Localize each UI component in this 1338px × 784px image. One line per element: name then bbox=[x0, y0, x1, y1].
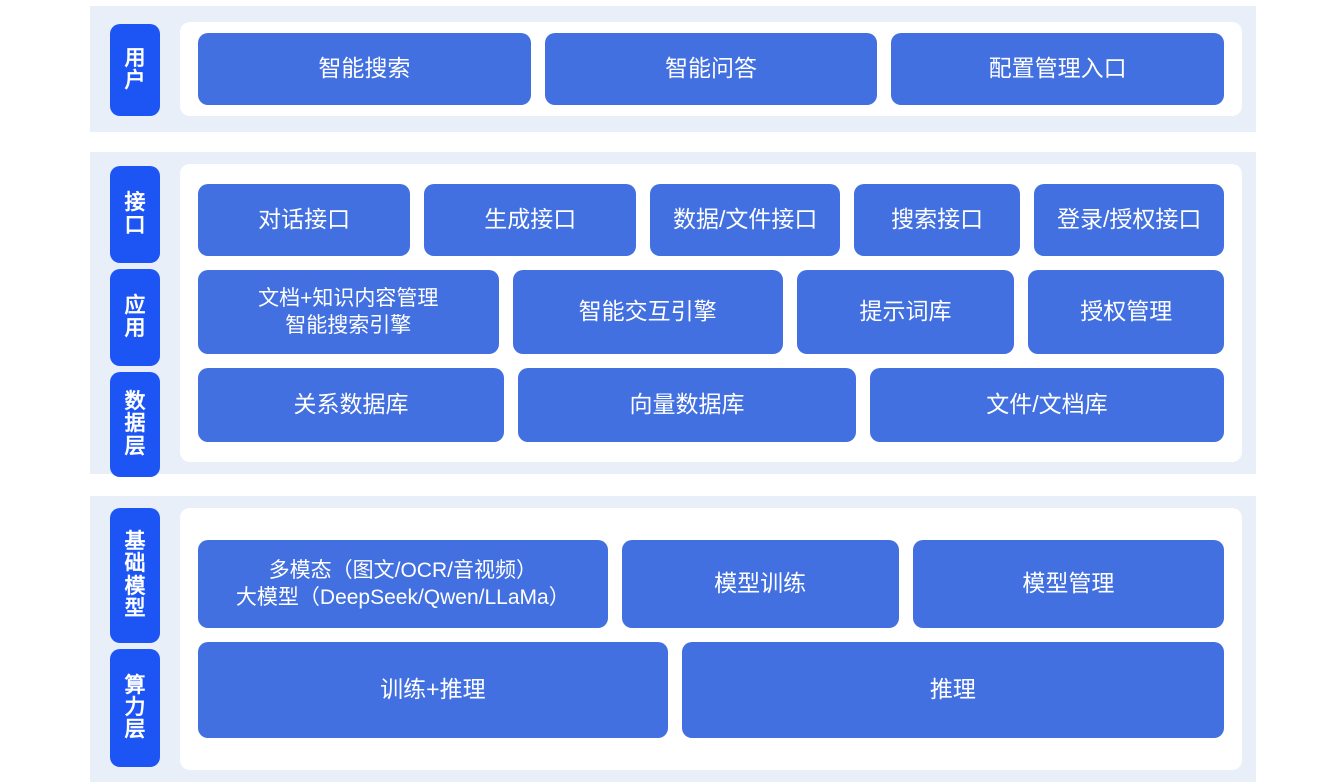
layer-tag-foundation-model-char-2: 模 bbox=[124, 574, 146, 598]
box-smart-qa[interactable]: 智能问答 bbox=[544, 33, 878, 105]
layer-tag-data-char-1: 据 bbox=[124, 412, 146, 436]
box-model-management[interactable]: 模型管理 bbox=[912, 540, 1224, 628]
data-layer-row: 关系数据库 向量数据库 文件/文档库 bbox=[198, 368, 1224, 442]
panel-user: 智能搜索 智能问答 配置管理入口 bbox=[180, 22, 1242, 116]
interface-row: 对话接口 生成接口 数据/文件接口 搜索接口 登录/授权接口 bbox=[198, 184, 1224, 256]
section-middle: 接 口 应 用 数 据 层 对话接口 生成接口 数据/文件接口 搜索接口 登录/… bbox=[90, 152, 1256, 477]
box-generation-api[interactable]: 生成接口 bbox=[424, 184, 637, 256]
layer-tag-foundation-model: 基 础 模 型 bbox=[110, 508, 160, 643]
box-model-training[interactable]: 模型训练 bbox=[621, 540, 899, 628]
layer-tag-user: 用 户 bbox=[110, 24, 160, 116]
box-file-document-store[interactable]: 文件/文档库 bbox=[869, 368, 1224, 442]
box-relational-database[interactable]: 关系数据库 bbox=[198, 368, 504, 442]
layer-tag-foundation-model-char-1: 础 bbox=[124, 552, 146, 576]
tag-column-middle: 接 口 应 用 数 据 层 bbox=[90, 152, 180, 477]
box-smart-search[interactable]: 智能搜索 bbox=[198, 33, 531, 105]
box-doc-knowledge-management[interactable]: 文档+知识内容管理 智能搜索引擎 bbox=[198, 270, 499, 354]
layer-tag-interface-char-0: 接 bbox=[124, 191, 146, 215]
box-search-api[interactable]: 搜索接口 bbox=[854, 184, 1021, 256]
section-infra: 基 础 模 型 算 力 层 多模态（图文/OCR/音视频） 大模型（DeepSe… bbox=[90, 496, 1256, 782]
box-smart-interaction-engine[interactable]: 智能交互引擎 bbox=[512, 270, 783, 354]
layer-tag-foundation-model-char-0: 基 bbox=[124, 530, 146, 553]
foundation-model-row: 多模态（图文/OCR/音视频） 大模型（DeepSeek/Qwen/LLaMa）… bbox=[198, 540, 1224, 628]
section-user: 用 户 智能搜索 智能问答 配置管理入口 bbox=[90, 6, 1256, 132]
layer-tag-compute: 算 力 层 bbox=[110, 649, 160, 767]
layer-tag-interface: 接 口 bbox=[110, 166, 160, 263]
layer-tag-application-char-0: 应 bbox=[124, 294, 146, 318]
layer-tag-data: 数 据 层 bbox=[110, 372, 160, 477]
tag-column-user: 用 户 bbox=[90, 6, 180, 132]
layer-tag-application-char-1: 用 bbox=[124, 316, 146, 340]
box-authorization-management[interactable]: 授权管理 bbox=[1028, 270, 1224, 354]
panel-infra: 多模态（图文/OCR/音视频） 大模型（DeepSeek/Qwen/LLaMa）… bbox=[180, 508, 1242, 770]
box-login-auth-api[interactable]: 登录/授权接口 bbox=[1034, 184, 1224, 256]
box-data-file-api[interactable]: 数据/文件接口 bbox=[650, 184, 841, 256]
layer-tag-compute-char-0: 算 bbox=[124, 673, 146, 697]
box-vector-database[interactable]: 向量数据库 bbox=[517, 368, 856, 442]
layer-tag-data-char-2: 层 bbox=[124, 434, 146, 458]
box-training-and-inference[interactable]: 训练+推理 bbox=[198, 642, 668, 738]
layer-tag-compute-char-1: 力 bbox=[124, 695, 146, 719]
box-dialog-api[interactable]: 对话接口 bbox=[198, 184, 411, 256]
layer-tag-compute-char-2: 层 bbox=[124, 718, 146, 742]
box-config-management-entry[interactable]: 配置管理入口 bbox=[891, 33, 1225, 105]
layer-tag-foundation-model-char-3: 型 bbox=[124, 596, 146, 620]
box-prompt-library[interactable]: 提示词库 bbox=[796, 270, 1015, 354]
layer-tag-application: 应 用 bbox=[110, 269, 160, 366]
layer-tag-interface-char-1: 口 bbox=[124, 213, 146, 237]
compute-layer-row: 训练+推理 推理 bbox=[198, 642, 1224, 738]
layer-tag-data-char-0: 数 bbox=[124, 390, 146, 414]
layer-tag-user-char-0: 用 bbox=[124, 46, 146, 70]
box-multimodal-large-model[interactable]: 多模态（图文/OCR/音视频） 大模型（DeepSeek/Qwen/LLaMa） bbox=[198, 540, 608, 628]
user-entry-row: 智能搜索 智能问答 配置管理入口 bbox=[198, 33, 1225, 105]
box-inference[interactable]: 推理 bbox=[681, 642, 1224, 738]
tag-column-infra: 基 础 模 型 算 力 层 bbox=[90, 496, 180, 782]
panel-middle: 对话接口 生成接口 数据/文件接口 搜索接口 登录/授权接口 文档+知识内容管理… bbox=[180, 164, 1242, 462]
application-row: 文档+知识内容管理 智能搜索引擎 智能交互引擎 提示词库 授权管理 bbox=[198, 270, 1224, 354]
layer-tag-user-char-1: 户 bbox=[124, 69, 146, 92]
